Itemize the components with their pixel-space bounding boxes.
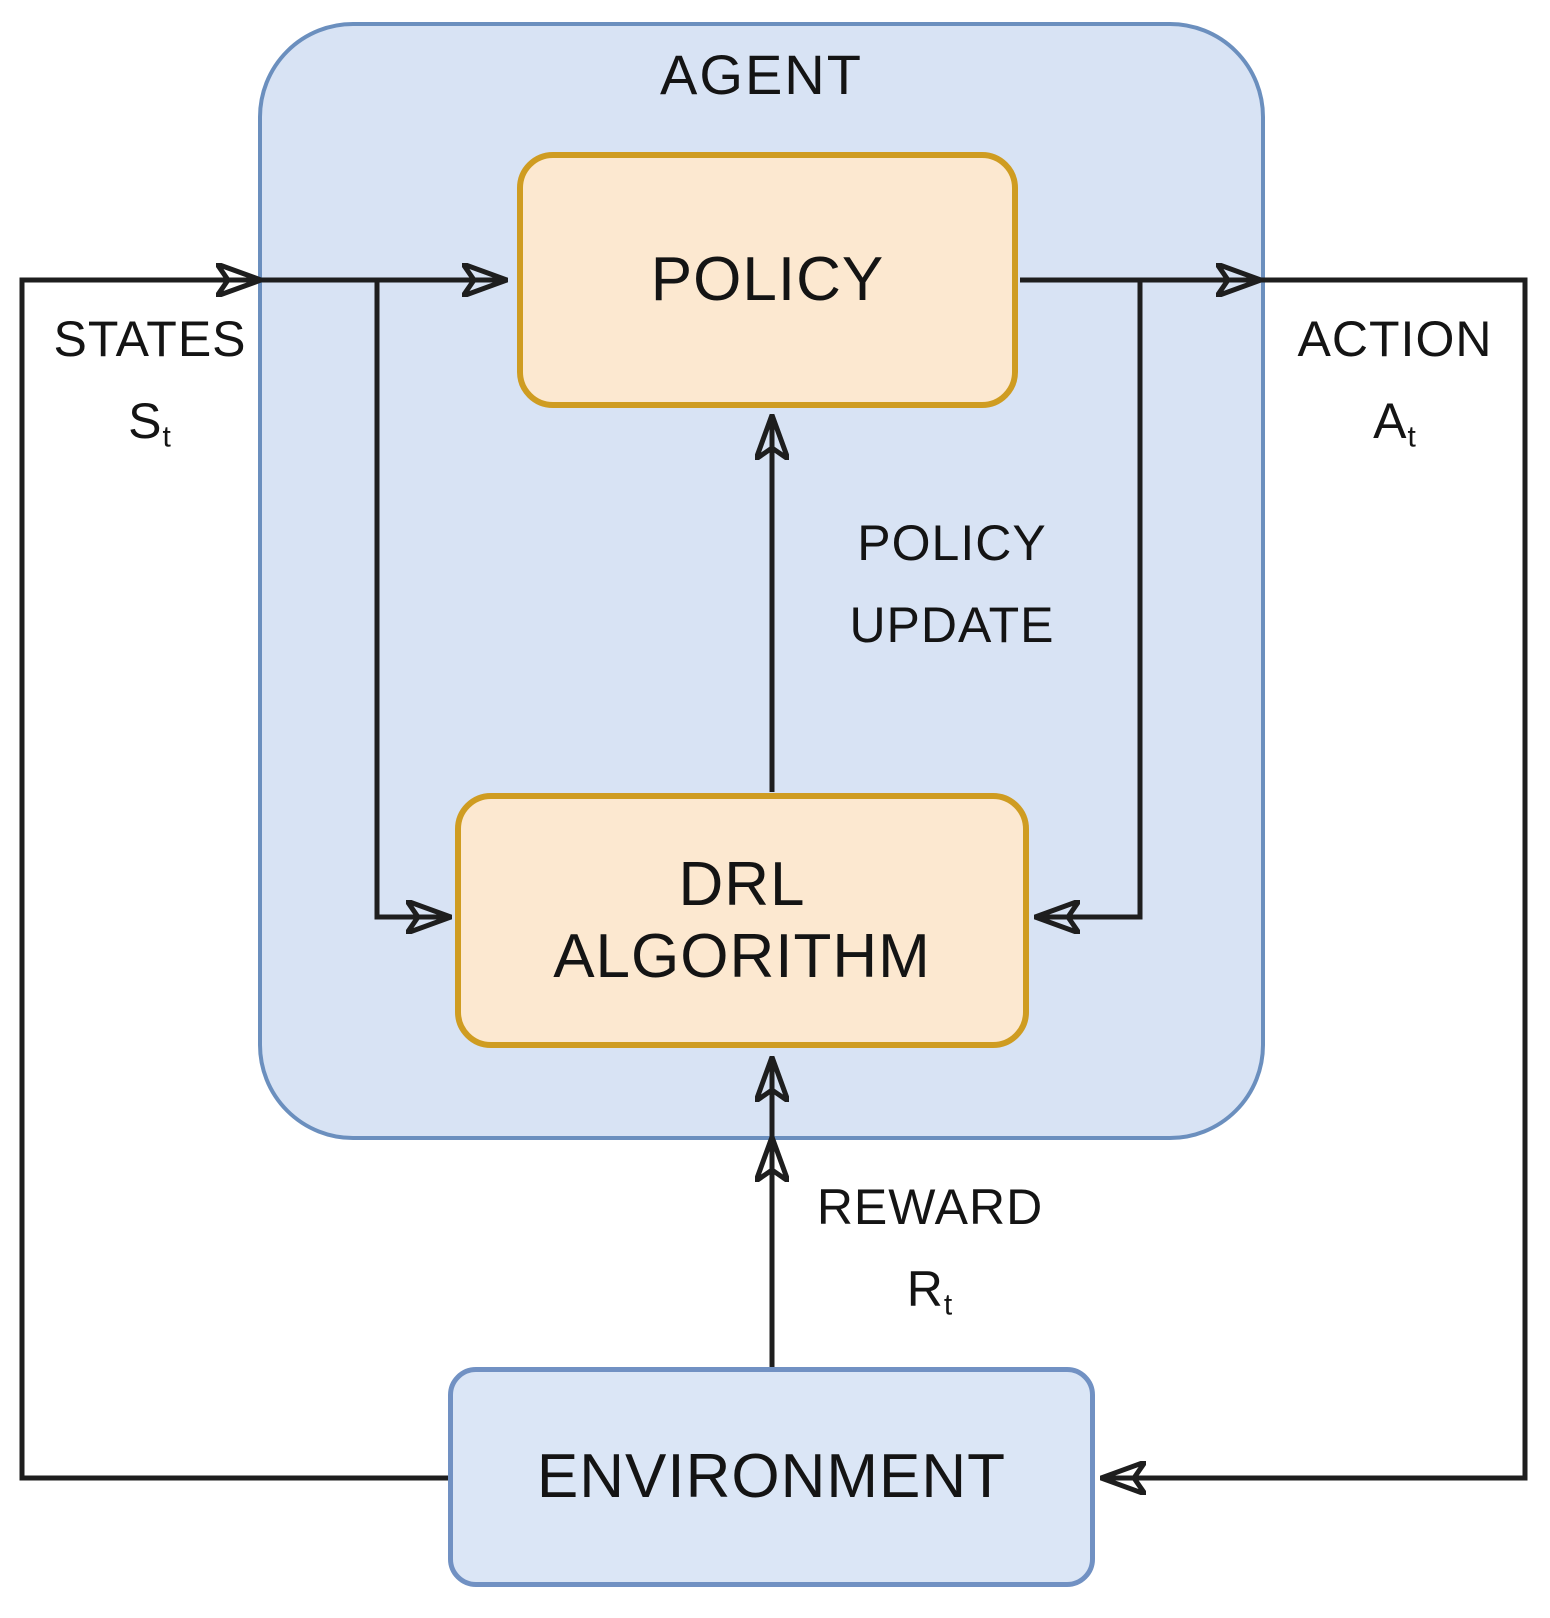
policy-update-edge-label: POLICY UPDATE xyxy=(812,502,1092,666)
states-symbol: S xyxy=(128,393,163,449)
environment-label: ENVIRONMENT xyxy=(536,1442,1007,1511)
action-line xyxy=(1020,277,1528,1478)
drl-label-line2: ALGORITHM xyxy=(553,921,931,991)
action-to-drl-branch-line xyxy=(1036,280,1143,917)
policy-update-word1: POLICY xyxy=(857,515,1047,571)
agent-label: AGENT xyxy=(660,43,863,106)
policy-label: POLICY xyxy=(650,245,885,314)
action-subscript: t xyxy=(1407,420,1417,454)
drl-label-line1: DRL xyxy=(678,849,806,919)
environment-node: ENVIRONMENT xyxy=(448,1367,1095,1587)
states-feedback-line xyxy=(19,280,506,1481)
action-edge-label: ACTION At xyxy=(1275,298,1515,478)
reward-edge-label: REWARD Rt xyxy=(795,1166,1065,1346)
reward-word: REWARD xyxy=(816,1179,1044,1235)
reward-symbol: R xyxy=(906,1261,944,1317)
drl-algorithm-node: DRL ALGORITHM xyxy=(455,793,1029,1048)
action-word: ACTION xyxy=(1297,311,1493,367)
action-symbol-line: At xyxy=(1275,380,1515,478)
states-symbol-line: St xyxy=(35,380,265,478)
policy-node: POLICY xyxy=(517,152,1018,408)
states-edge-label: STATES St xyxy=(35,298,265,478)
reward-symbol-line: Rt xyxy=(795,1248,1065,1346)
states-word: STATES xyxy=(53,311,247,367)
states-to-drl-branch-line xyxy=(374,280,450,917)
policy-update-word2: UPDATE xyxy=(849,597,1055,653)
reward-subscript: t xyxy=(943,1288,954,1322)
states-subscript: t xyxy=(162,420,172,454)
action-symbol: A xyxy=(1373,393,1408,449)
